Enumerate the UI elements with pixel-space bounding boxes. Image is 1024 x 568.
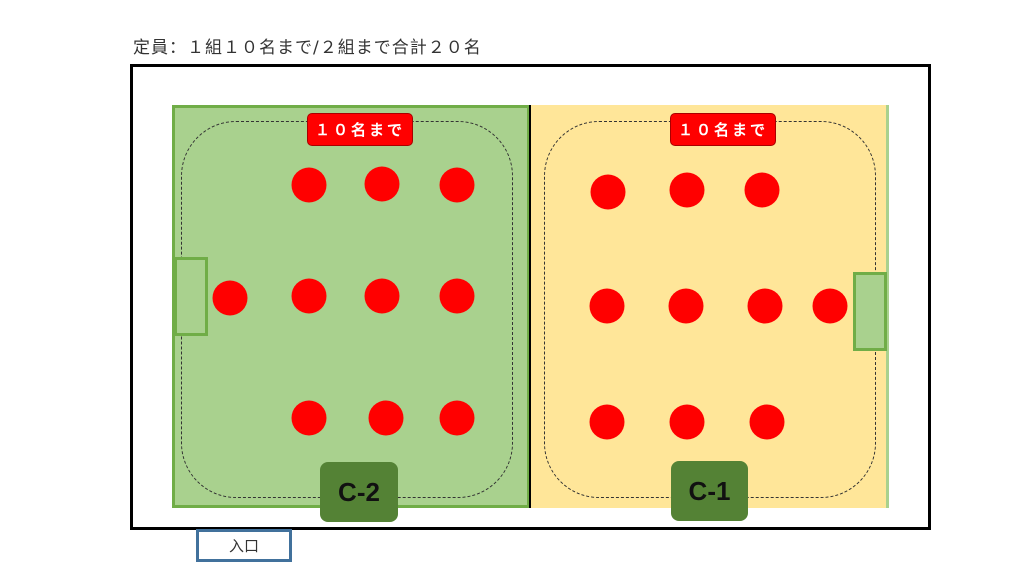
player-dot xyxy=(291,167,327,203)
capacity-badge-c2: １０名まで xyxy=(307,113,413,146)
player-dot xyxy=(744,172,780,208)
court-divider xyxy=(529,105,531,508)
player-dot xyxy=(439,400,475,436)
player-dot xyxy=(747,288,783,324)
player-dot xyxy=(439,167,475,203)
entrance-label: 入口 xyxy=(196,529,292,562)
room-outline xyxy=(130,64,931,530)
goal-c2 xyxy=(174,257,208,336)
player-dot xyxy=(364,278,400,314)
player-dot xyxy=(291,278,327,314)
capacity-badge-c1: １０名まで xyxy=(670,113,776,146)
player-dot xyxy=(590,174,626,210)
player-dot xyxy=(291,400,327,436)
player-dot xyxy=(212,280,248,316)
court-label-c2: C-2 xyxy=(320,462,398,522)
player-dot xyxy=(368,400,404,436)
player-dot xyxy=(812,288,848,324)
player-dot xyxy=(669,404,705,440)
player-dot xyxy=(749,404,785,440)
goal-c1 xyxy=(853,272,887,351)
player-dot xyxy=(669,172,705,208)
player-dot xyxy=(589,404,625,440)
court-label-c1: C-1 xyxy=(671,461,748,521)
capacity-title: 定員：１組１０名まで/２組まで合計２０名 xyxy=(133,38,482,58)
player-dot xyxy=(589,288,625,324)
player-dot xyxy=(439,278,475,314)
player-dot xyxy=(668,288,704,324)
player-dot xyxy=(364,166,400,202)
